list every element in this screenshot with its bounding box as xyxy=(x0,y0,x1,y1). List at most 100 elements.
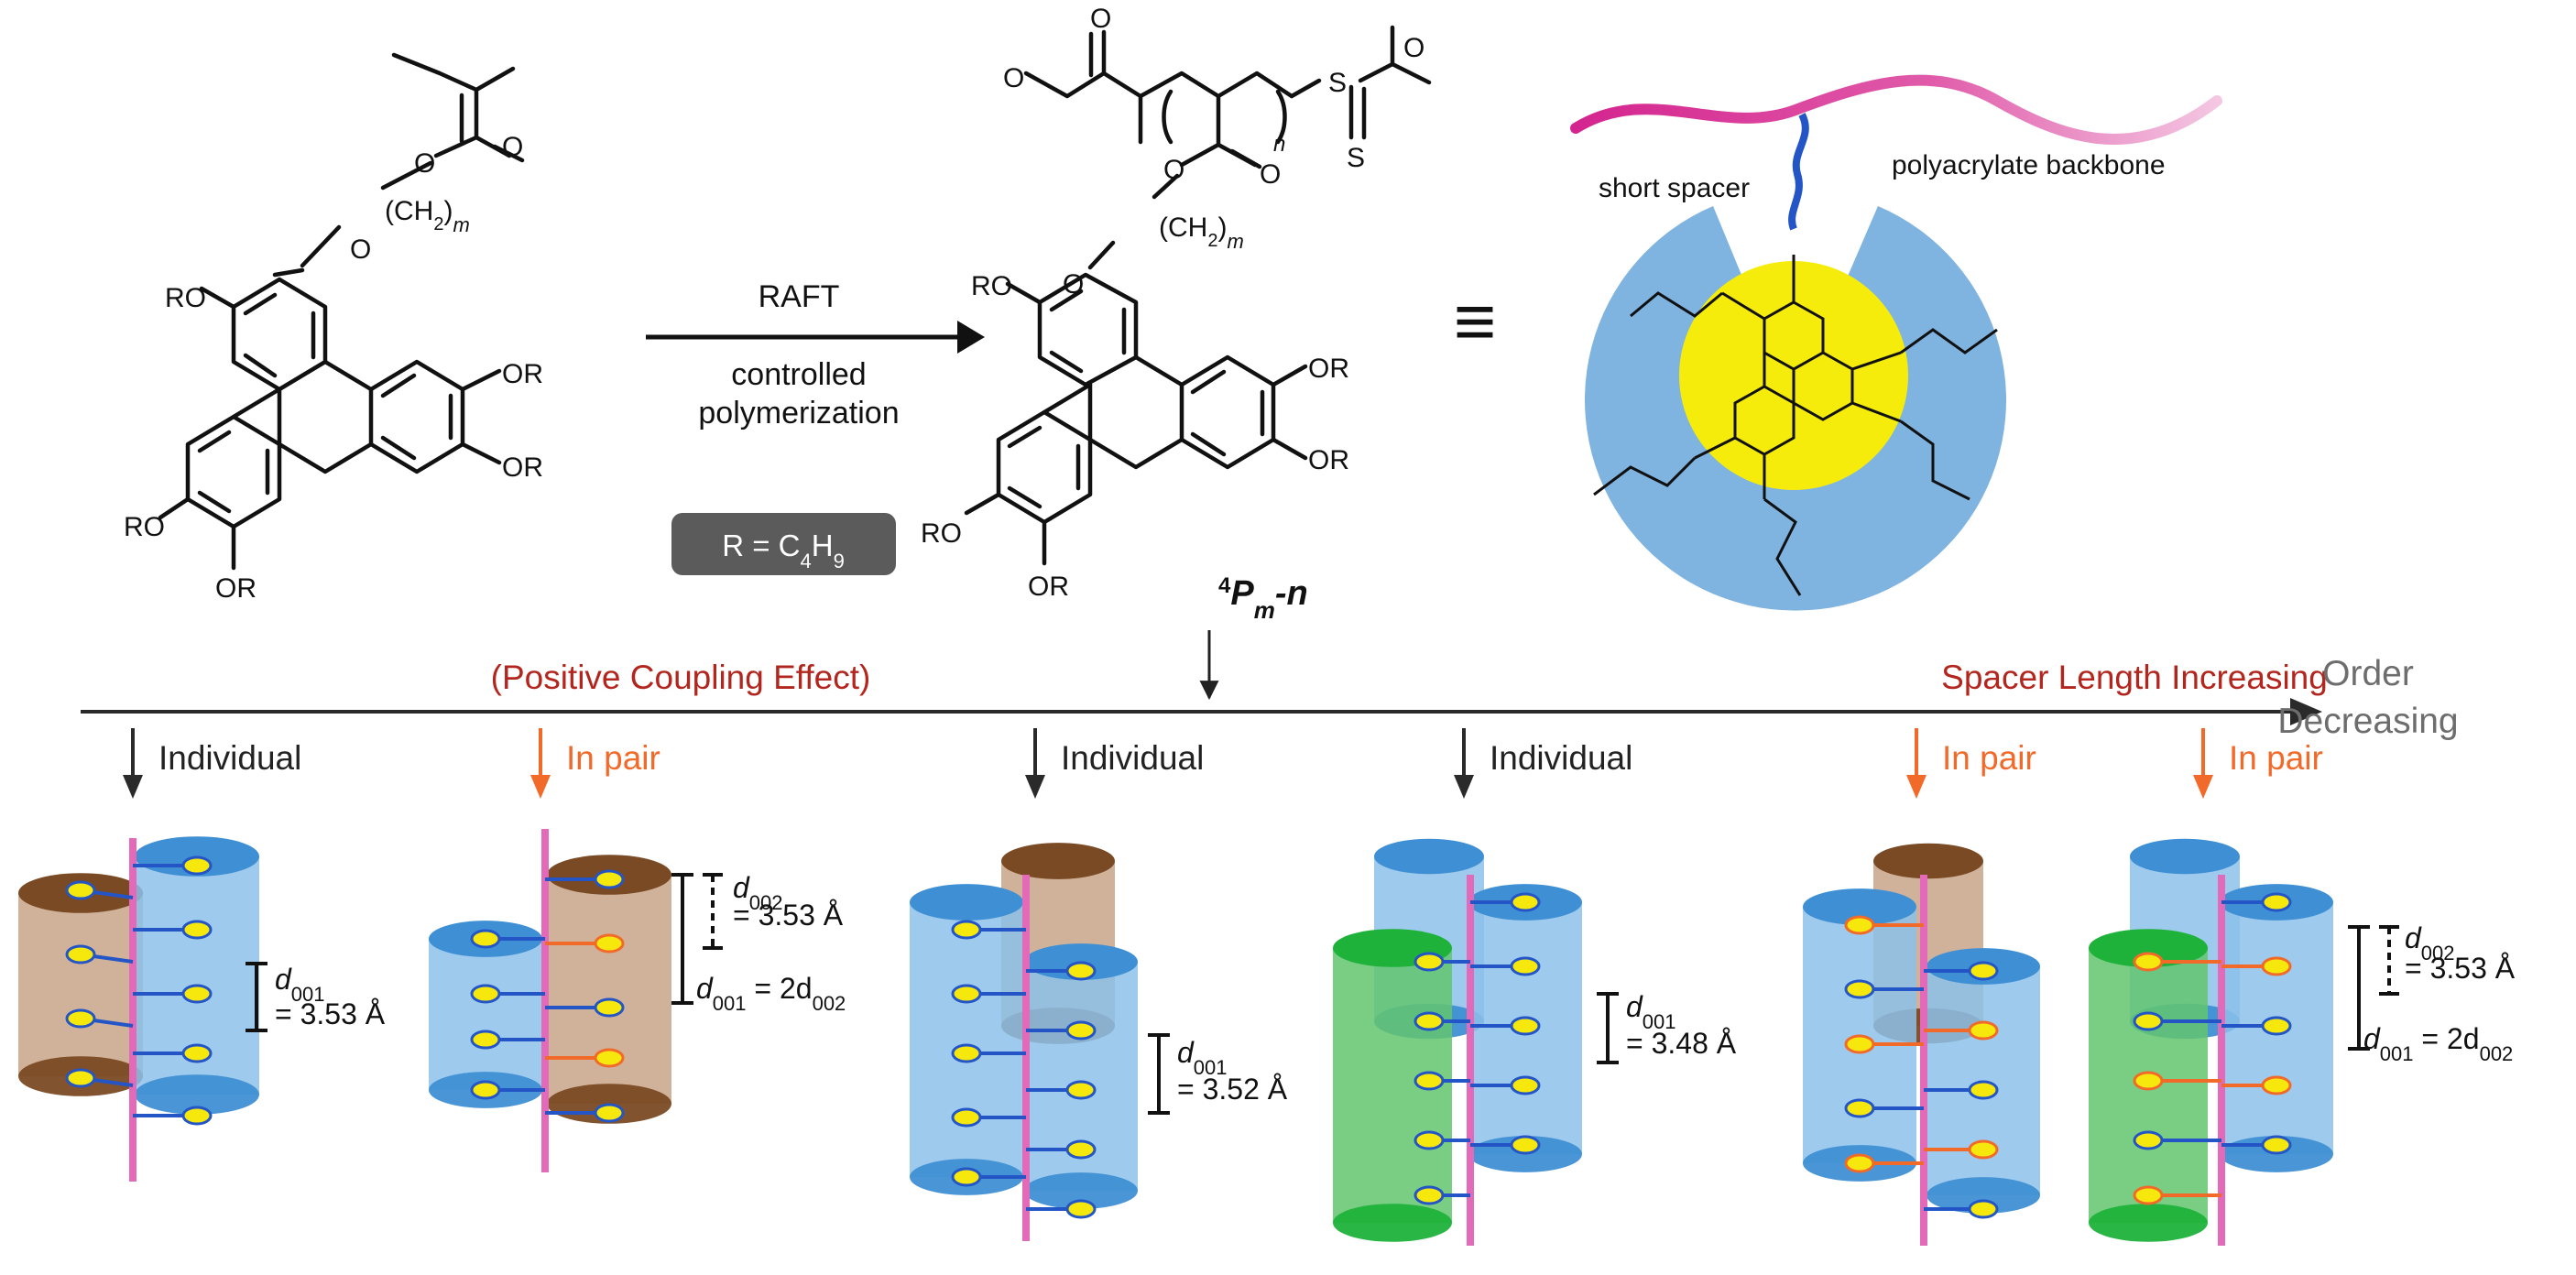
triphenylene-disc xyxy=(951,920,982,940)
triphenylene-disc xyxy=(181,855,213,876)
dim-label-d001: d001 xyxy=(1626,990,1676,1033)
brown-column xyxy=(18,873,143,1096)
polymer-o-4: O xyxy=(1163,155,1184,185)
triphenylene-disc xyxy=(2261,1016,2292,1036)
triphenylene-disc xyxy=(2261,1075,2292,1095)
column-arrow-head xyxy=(1454,775,1474,799)
backbone-curve xyxy=(1570,74,2222,145)
monomer-o-ether: O xyxy=(350,234,371,265)
monomer-ro-1: RO xyxy=(165,283,206,313)
triphenylene-disc xyxy=(470,929,501,949)
triphenylene-disc xyxy=(470,984,501,1004)
polymer-name: 4Pm-n xyxy=(1218,573,1308,625)
blue-column xyxy=(135,836,259,1115)
polymer-n: n xyxy=(1273,132,1285,157)
triphenylene-disc xyxy=(1510,956,1541,976)
polymer-chain: (CH2)m xyxy=(1159,212,1244,253)
triphenylene-disc xyxy=(1065,1080,1097,1100)
polymer-o-2: O xyxy=(1090,4,1111,34)
polymer-o-1: O xyxy=(1003,63,1024,93)
triphenylene-disc xyxy=(1414,952,1445,972)
polymer-o-ethyl: O xyxy=(1403,33,1424,63)
triphenylene-disc xyxy=(951,1043,982,1063)
triphenylene-disc xyxy=(2261,892,2292,912)
triphenylene-disc xyxy=(2261,956,2292,976)
stacking-models: Individual In pair Individual Individual In … xyxy=(18,728,2516,1246)
polymer-s-2: S xyxy=(1347,143,1365,173)
triphenylene-disc xyxy=(181,920,213,940)
triphenylene-disc xyxy=(1968,1139,1999,1160)
equivalent-sign: ≡ xyxy=(1454,280,1497,362)
reaction-label-raft: RAFT xyxy=(759,279,840,314)
triphenylene-disc xyxy=(1510,892,1541,912)
triphenylene-disc xyxy=(1065,1020,1097,1041)
triphenylene-disc xyxy=(1968,961,1999,981)
triphenylene-disc xyxy=(470,1030,501,1050)
triphenylene-disc xyxy=(1844,915,1875,935)
dim-label-d001: d001 xyxy=(275,963,325,1006)
polymer-o-5: O xyxy=(1063,269,1084,300)
dim-label-d001: d001 xyxy=(1177,1036,1228,1079)
axis-end-label-decreasing: Decreasing xyxy=(2277,702,2458,741)
triphenylene-disc xyxy=(1510,1075,1541,1095)
polymer-o-3: O xyxy=(1260,159,1281,190)
column-6: In pair xyxy=(2193,728,2323,799)
column-label: Individual xyxy=(158,739,301,777)
triphenylene-disc xyxy=(594,869,625,889)
triphenylene-disc xyxy=(1414,1071,1445,1091)
reaction-label-polymerization: polymerization xyxy=(698,396,899,430)
triphenylene-disc xyxy=(65,880,96,900)
column-label: Individual xyxy=(1490,739,1632,777)
axis-label-spacer-length: Spacer Length Increasing xyxy=(1941,659,2328,696)
column-5: In pair xyxy=(1906,728,2036,799)
column-arrow-head xyxy=(1025,775,1045,799)
dim-label-relation: d001 = 2d002 xyxy=(696,972,846,1015)
triphenylene-disc xyxy=(1844,1153,1875,1173)
column-2: In pair xyxy=(530,728,660,799)
polymer-or-1: OR xyxy=(1308,354,1349,384)
triphenylene-disc xyxy=(1968,1020,1999,1041)
monomer-structure xyxy=(158,52,525,571)
triphenylene-disc xyxy=(1844,1098,1875,1118)
monomer-ro-2: RO xyxy=(124,512,165,542)
triphenylene-disc xyxy=(65,1068,96,1088)
short-spacer-curve xyxy=(1788,113,1809,231)
triphenylene-disc xyxy=(594,997,625,1018)
triphenylene-disc xyxy=(1414,1011,1445,1031)
column-1: Individual xyxy=(123,728,301,799)
dim-label-d002: d002 xyxy=(733,871,783,914)
label-backbone: polyacrylate backbone xyxy=(1892,150,2166,180)
dim-value: = 3.53 Å xyxy=(733,899,844,932)
triphenylene-disc xyxy=(1968,1080,1999,1100)
axis-label-positive-coupling: (Positive Coupling Effect) xyxy=(491,659,871,696)
r-definition-box: R = C4H9 xyxy=(671,513,896,575)
column-label: In pair xyxy=(566,739,660,777)
triphenylene-disc xyxy=(2133,1130,2164,1150)
triphenylene-disc xyxy=(594,1048,625,1068)
monomer-labels: O O O (CH2)m RO RO OR OR OR xyxy=(124,132,543,604)
blue-column xyxy=(1024,943,1138,1209)
triphenylene-disc xyxy=(1065,1199,1097,1219)
model-4: d001= 3.48 Å xyxy=(1333,838,1737,1246)
polymer-structure xyxy=(964,25,1432,566)
brown-column xyxy=(547,855,671,1124)
column-arrow-head xyxy=(530,775,551,799)
column-label: Individual xyxy=(1061,739,1204,777)
triphenylene-disc xyxy=(1510,1135,1541,1155)
triphenylene-disc xyxy=(181,984,213,1004)
triphenylene-disc xyxy=(181,1043,213,1063)
triphenylene-disc xyxy=(1065,961,1097,981)
svg-text:R = C4H9: R = C4H9 xyxy=(722,529,845,572)
column-label: In pair xyxy=(1942,739,2036,777)
triphenylene-disc xyxy=(951,1167,982,1187)
triphenylene-disc xyxy=(2133,1071,2164,1091)
triphenylene-disc xyxy=(1414,1185,1445,1205)
triphenylene-disc xyxy=(65,944,96,964)
model-5 xyxy=(1803,843,2040,1246)
polymer-labels: O O O O O S S n O (CH2)m RO RO OR OR OR xyxy=(921,4,1424,602)
axis-end-label-order: Order xyxy=(2322,654,2414,693)
column-arrow-head xyxy=(1906,775,1927,799)
model-3: d001= 3.52 Å xyxy=(910,843,1288,1241)
monomer-o-ester: O xyxy=(414,148,435,179)
